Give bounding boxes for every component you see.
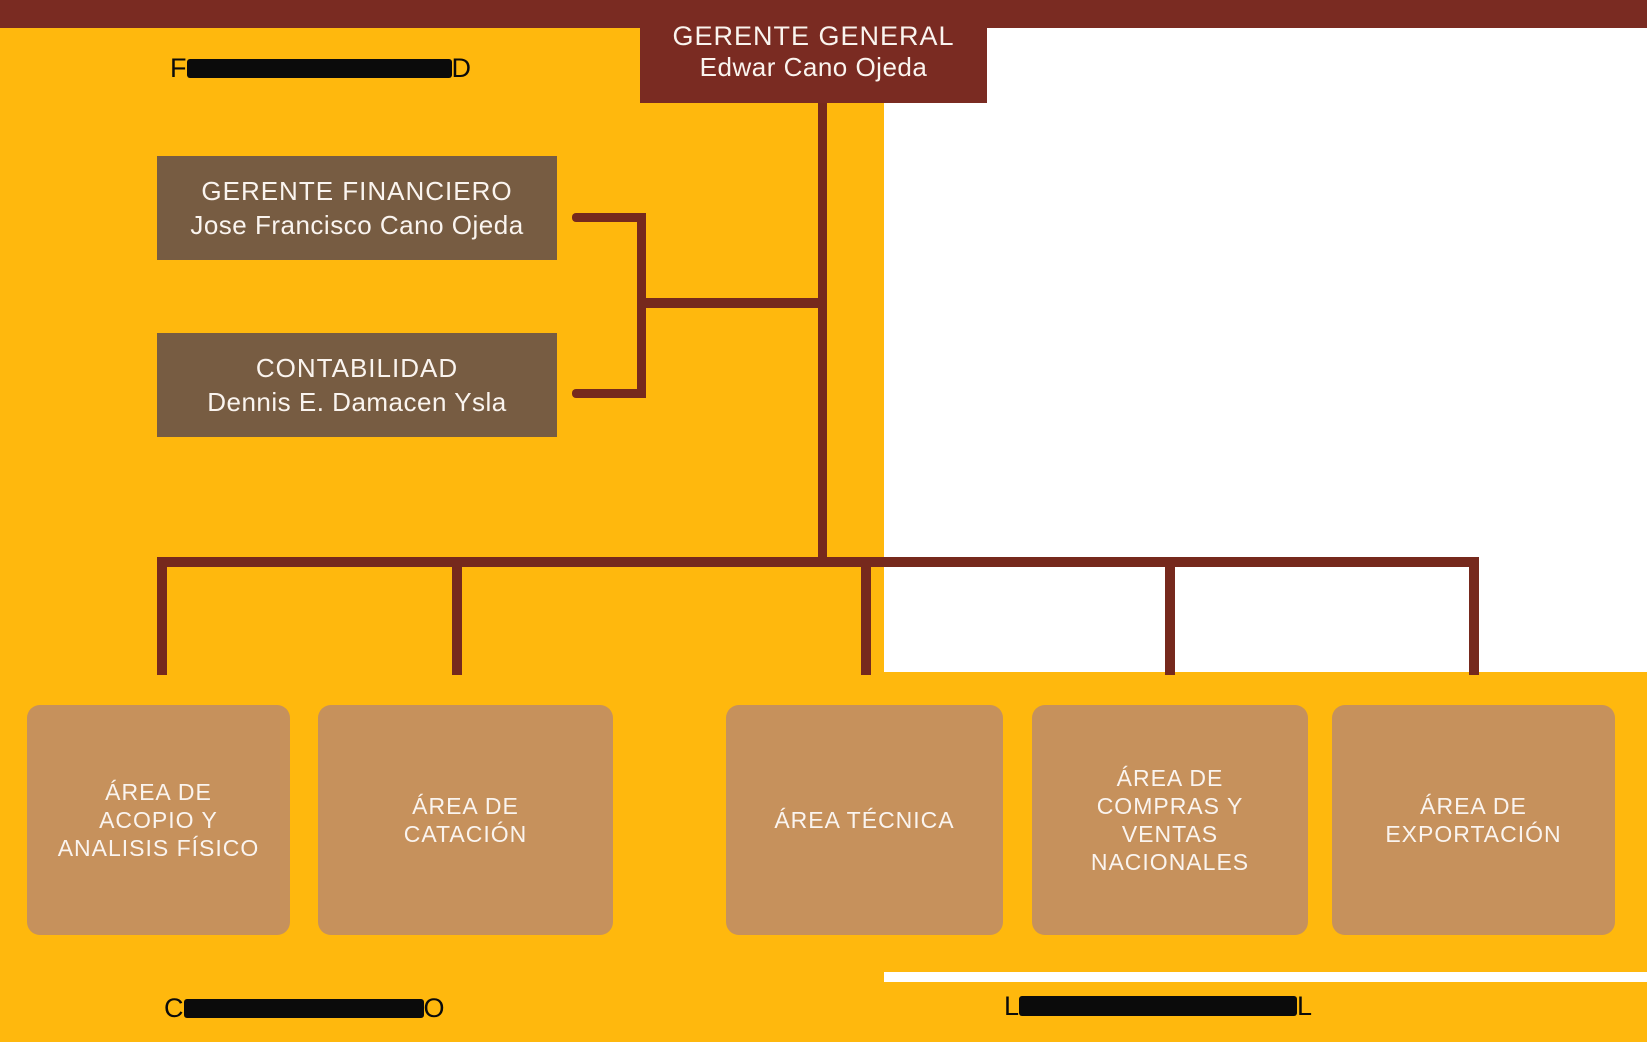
redaction-bar (1019, 996, 1298, 1016)
redaction-bar (186, 58, 452, 78)
node-area-acopio-analisis-fisico: ÁREA DE ACOPIO Y ANALISIS FÍSICO (27, 705, 290, 935)
node-title: GERENTE GENERAL (672, 20, 955, 51)
area-label: ÁREA DE ACOPIO Y ANALISIS FÍSICO (57, 779, 260, 861)
area-label: ÁREA DE COMPRAS Y VENTAS NACIONALES (1090, 765, 1250, 875)
redacted-start-letter: L (1004, 990, 1020, 1021)
node-person: Dennis E. Damacen Ysla (207, 387, 507, 417)
connector-staff-bracket (637, 213, 646, 398)
connector-stub-area-3 (861, 567, 871, 675)
node-title: GERENTE FINANCIERO (201, 176, 513, 206)
redacted-end-letter: O (423, 992, 445, 1023)
redacted-end-letter: L (1297, 990, 1313, 1021)
node-person: Jose Francisco Cano Ojeda (190, 210, 524, 240)
area-label: ÁREA DE EXPORTACIÓN (1385, 793, 1562, 847)
node-area-compras-ventas-nacionales: ÁREA DE COMPRAS Y VENTAS NACIONALES (1032, 705, 1308, 935)
redacted-label-bottom-right: L L (1004, 990, 1313, 1021)
node-contabilidad: CONTABILIDAD Dennis E. Damacen Ysla (157, 333, 557, 437)
area-label: ÁREA TÉCNICA (774, 807, 955, 833)
redaction-bar (183, 998, 424, 1018)
node-person: Edwar Cano Ojeda (699, 51, 928, 82)
connector-stub-gerente-financiero (572, 213, 637, 222)
connector-stub-area-1 (157, 567, 167, 675)
connector-stub-area-2 (452, 567, 462, 675)
connector-staff-horizontal (646, 298, 818, 308)
connector-distributor (157, 557, 1479, 567)
connector-stub-area-5 (1469, 567, 1479, 675)
background-divider-strip (884, 972, 1647, 982)
redacted-label-bottom-left: C O (164, 992, 445, 1023)
node-area-tecnica: ÁREA TÉCNICA (726, 705, 1003, 935)
connector-root-vertical (818, 103, 827, 567)
node-area-catacion: ÁREA DE CATACIÓN (318, 705, 613, 935)
connector-stub-area-4 (1165, 567, 1175, 675)
node-title: CONTABILIDAD (255, 353, 459, 383)
redacted-start-letter: C (164, 992, 184, 1023)
area-label: ÁREA DE CATACIÓN (403, 793, 528, 847)
connector-stub-contabilidad (572, 389, 637, 398)
node-area-exportacion: ÁREA DE EXPORTACIÓN (1332, 705, 1615, 935)
redacted-end-letter: D (451, 52, 472, 83)
redacted-label-top-left: F D (170, 52, 472, 83)
node-gerente-financiero: GERENTE FINANCIERO Jose Francisco Cano O… (157, 156, 557, 260)
node-gerente-general: GERENTE GENERAL Edwar Cano Ojeda (640, 0, 987, 103)
redacted-start-letter: F (170, 52, 187, 83)
